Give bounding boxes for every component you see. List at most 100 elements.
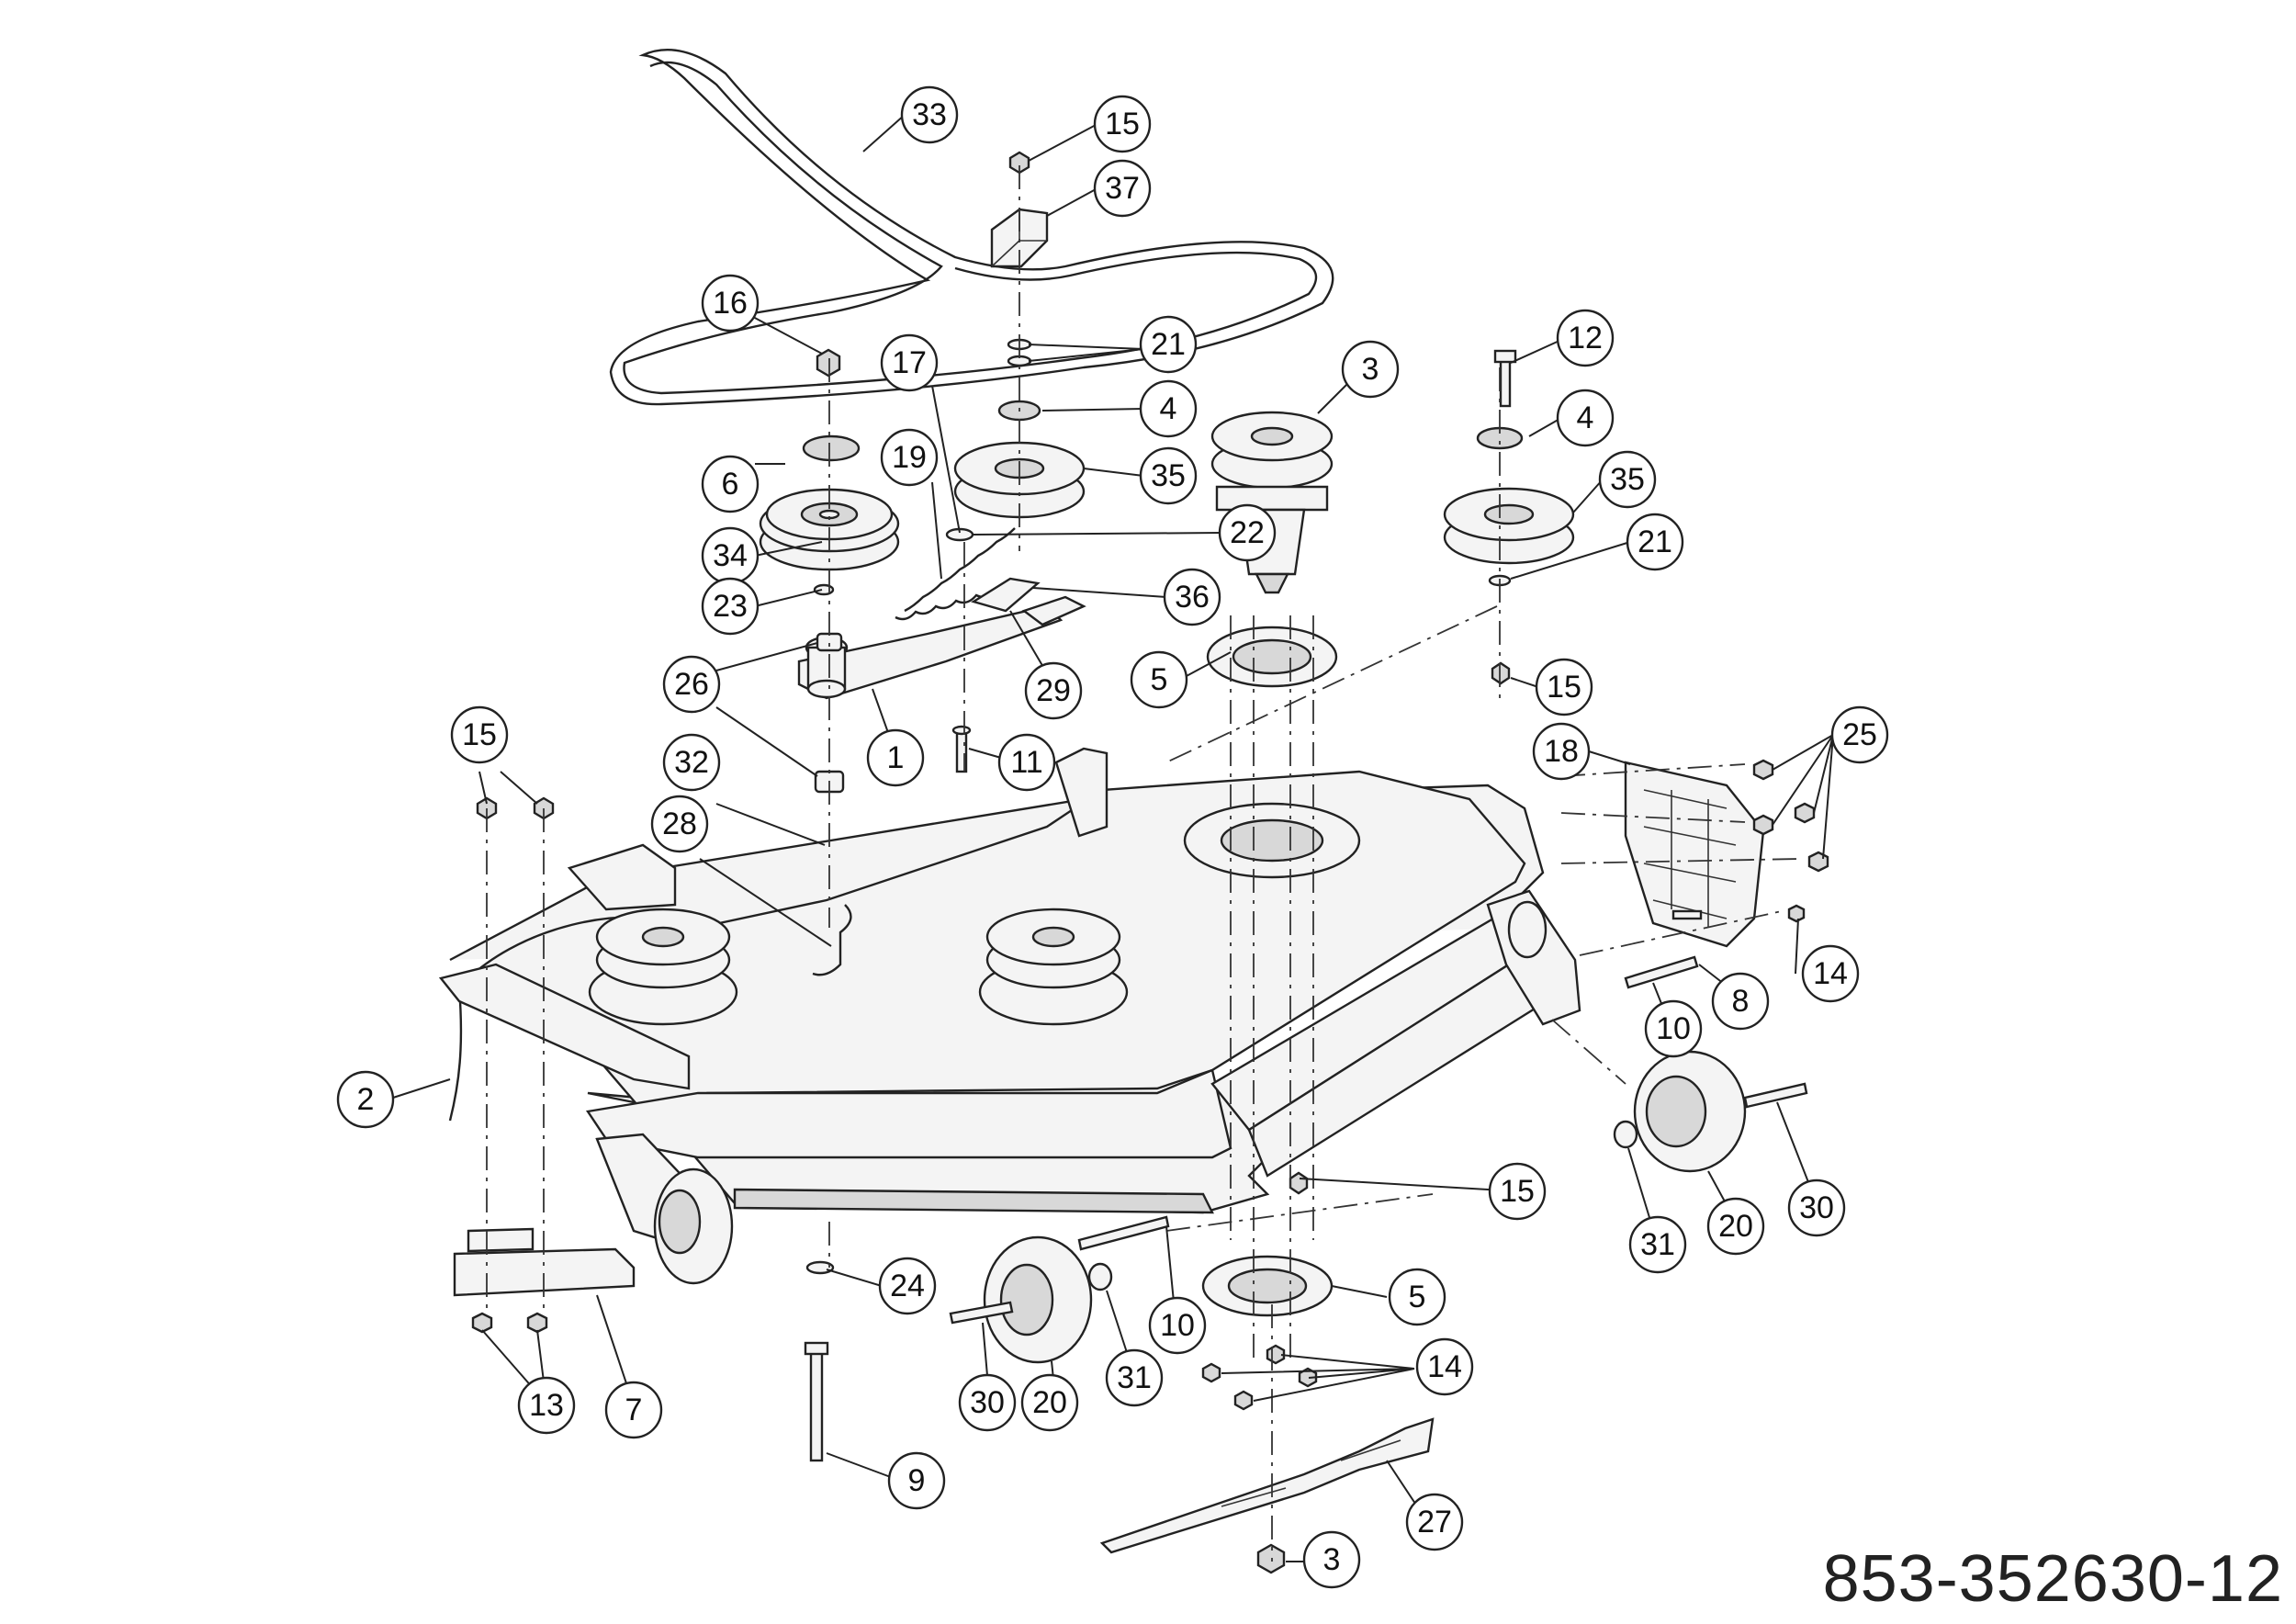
deck-pulley-left [588, 908, 738, 1026]
right-caster-mount [1486, 889, 1581, 1026]
svg-text:22: 22 [1230, 515, 1265, 550]
svg-text:32: 32 [674, 745, 709, 780]
alignment-lines [486, 165, 1801, 1562]
callout-7: 7 [604, 1381, 663, 1439]
callout-27: 27 [1405, 1493, 1464, 1551]
bearing-plate-lower [1201, 1255, 1334, 1317]
deck-pulley-center [978, 908, 1129, 1026]
left-hanger-bracket [438, 747, 1109, 1090]
callout-3-top: 3 [1341, 340, 1400, 399]
callout-4-center: 4 [1139, 379, 1198, 438]
callout-5-bottom: 5 [1388, 1268, 1446, 1326]
callout-9: 9 [887, 1451, 946, 1510]
callout-22: 22 [1218, 503, 1277, 562]
svg-text:19: 19 [892, 440, 927, 475]
callout-16: 16 [701, 274, 760, 333]
discharge-chute [1624, 761, 1765, 948]
long-bolt [804, 1341, 829, 1462]
callout-15-top: 15 [1093, 95, 1152, 153]
rod-and-pin-right [1624, 904, 1806, 989]
svg-text:24: 24 [890, 1269, 925, 1303]
callout-25: 25 [1830, 705, 1889, 764]
callout-21-top: 21 [1139, 315, 1198, 374]
callout-10-bottom: 10 [1148, 1296, 1207, 1355]
svg-text:4: 4 [1577, 400, 1594, 435]
callout-28: 28 [650, 795, 709, 853]
callout-23: 23 [701, 577, 760, 636]
svg-text:23: 23 [713, 589, 748, 624]
svg-text:15: 15 [462, 717, 497, 752]
svg-text:26: 26 [674, 667, 709, 702]
callout-2: 2 [336, 1070, 395, 1129]
callout-3-bottom: 3 [1302, 1530, 1361, 1589]
svg-text:5: 5 [1409, 1280, 1426, 1314]
drive-belt [609, 49, 1334, 406]
svg-text:20: 20 [1718, 1209, 1753, 1244]
svg-text:11: 11 [1010, 745, 1042, 780]
svg-text:28: 28 [662, 806, 697, 841]
spindle-assembly [1210, 411, 1334, 594]
callout-37: 37 [1093, 159, 1152, 218]
svg-text:31: 31 [1117, 1360, 1152, 1395]
callout-14-right: 14 [1801, 944, 1860, 1003]
caster-wheel-right [1613, 1050, 1808, 1173]
callout-13: 13 [517, 1376, 576, 1435]
callout-24: 24 [878, 1257, 937, 1315]
svg-text:17: 17 [892, 345, 927, 380]
svg-text:20: 20 [1032, 1385, 1067, 1420]
svg-text:14: 14 [1427, 1349, 1462, 1384]
svg-text:25: 25 [1842, 717, 1877, 752]
callout-20-right: 20 [1706, 1197, 1765, 1256]
callout-32: 32 [662, 733, 721, 792]
bolt [1493, 349, 1517, 408]
svg-text:30: 30 [1799, 1190, 1834, 1225]
svg-text:7: 7 [625, 1393, 643, 1427]
callout-4-right: 4 [1556, 389, 1615, 447]
svg-text:2: 2 [357, 1082, 375, 1117]
svg-text:9: 9 [908, 1463, 926, 1498]
svg-text:4: 4 [1160, 391, 1177, 426]
svg-text:14: 14 [1813, 956, 1848, 991]
caster-wheel-front-left [595, 1133, 734, 1285]
svg-text:13: 13 [529, 1388, 564, 1423]
callout-35-left: 35 [1139, 446, 1198, 505]
callout-35-right: 35 [1598, 450, 1657, 509]
svg-text:18: 18 [1544, 734, 1579, 769]
callout-30-right: 30 [1787, 1179, 1846, 1237]
callout-1: 1 [866, 728, 925, 787]
svg-text:36: 36 [1175, 580, 1210, 615]
svg-text:33: 33 [912, 97, 947, 132]
svg-text:8: 8 [1732, 984, 1750, 1019]
svg-text:31: 31 [1640, 1227, 1675, 1262]
svg-text:5: 5 [1151, 662, 1168, 697]
svg-text:35: 35 [1151, 458, 1186, 493]
callout-21-right: 21 [1626, 513, 1684, 571]
svg-text:35: 35 [1610, 462, 1645, 497]
idler-pulley-right [1443, 487, 1575, 565]
svg-text:3: 3 [1323, 1542, 1341, 1577]
chute-bolts [1752, 759, 1829, 873]
callout-17: 17 [880, 333, 939, 392]
callout-31-right: 31 [1628, 1215, 1687, 1274]
bearing-plate-upper [1206, 626, 1338, 688]
pin [951, 725, 972, 773]
svg-text:34: 34 [713, 538, 748, 573]
baffle-plate [453, 1227, 636, 1297]
callout-19: 19 [880, 428, 939, 487]
callout-26: 26 [662, 655, 721, 714]
svg-text:21: 21 [1638, 524, 1672, 559]
callout-8: 8 [1711, 972, 1770, 1031]
svg-text:10: 10 [1160, 1308, 1195, 1343]
svg-text:12: 12 [1568, 321, 1603, 355]
callout-5-top: 5 [1130, 650, 1188, 709]
callout-6: 6 [701, 455, 760, 513]
callout-18: 18 [1532, 722, 1591, 781]
callout-29: 29 [1024, 661, 1083, 720]
svg-text:15: 15 [1105, 107, 1140, 141]
callout-15-center: 15 [1488, 1162, 1547, 1221]
callout-31-bottom: 31 [1105, 1348, 1164, 1407]
svg-text:15: 15 [1500, 1174, 1535, 1209]
callout-11: 11 [997, 733, 1056, 792]
callout-15-right: 15 [1535, 658, 1593, 716]
